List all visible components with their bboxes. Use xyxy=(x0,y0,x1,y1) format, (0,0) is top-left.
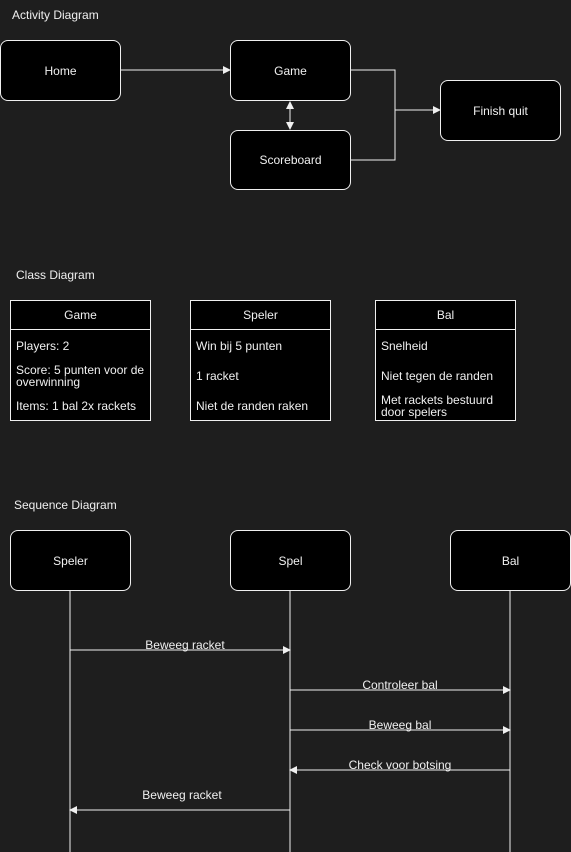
class-attribute: Players: 2 xyxy=(16,339,70,353)
activity-node-game[interactable]: Game xyxy=(230,40,351,101)
participant-bal[interactable]: Bal xyxy=(450,530,571,591)
class-attribute: Niet tegen de randen xyxy=(381,369,494,383)
participant-label: Speler xyxy=(53,553,88,568)
edge-scoreboard-finish xyxy=(351,110,396,161)
edge-game-finish xyxy=(351,69,441,114)
class-attribute: Score: 5 punten voor de overwinning xyxy=(16,363,145,389)
participant-label: Spel xyxy=(278,553,303,568)
class-diagram-title: Class Diagram xyxy=(16,268,95,282)
message-label-4: Check voor botsing xyxy=(348,758,452,772)
message-label-5: Beweeg racket xyxy=(142,788,222,802)
activity-node-home[interactable]: Home xyxy=(0,40,121,101)
class-name: Game xyxy=(11,301,150,330)
activity-diagram-title: Activity Diagram xyxy=(12,8,99,22)
activity-node-finish[interactable]: Finish quit xyxy=(440,80,561,141)
class-attribute: 1 racket xyxy=(196,369,239,383)
participant-spel[interactable]: Spel xyxy=(230,530,351,591)
activity-node-home-label: Home xyxy=(44,63,77,78)
message-label-2: Controleer bal xyxy=(362,678,438,692)
class-name: Bal xyxy=(376,301,515,330)
activity-node-scoreboard[interactable]: Scoreboard xyxy=(230,130,351,190)
participant-label: Bal xyxy=(501,553,520,568)
message-label-3: Beweeg bal xyxy=(368,718,432,732)
class-attribute: Items: 1 bal 2x rackets xyxy=(16,399,137,413)
class-box-speler[interactable]: Speler Win bij 5 punten 1 racket Niet de… xyxy=(190,300,331,421)
class-box-bal[interactable]: Bal Snelheid Niet tegen de randen Met ra… xyxy=(375,300,516,421)
class-box-game[interactable]: Game Players: 2 Score: 5 punten voor de … xyxy=(10,300,151,421)
class-attribute: Niet de randen raken xyxy=(196,399,309,413)
sequence-diagram-title: Sequence Diagram xyxy=(14,498,117,512)
activity-node-finish-label: Finish quit xyxy=(473,103,528,118)
class-attribute: Snelheid xyxy=(381,339,428,353)
class-name: Speler xyxy=(191,301,330,330)
message-label-1: Beweeg racket xyxy=(145,638,225,652)
activity-node-game-label: Game xyxy=(274,63,307,78)
class-attribute: Win bij 5 punten xyxy=(196,339,283,353)
class-attribute: Met rackets bestuurd door spelers xyxy=(381,393,494,419)
participant-speler[interactable]: Speler xyxy=(10,530,131,591)
activity-node-scoreboard-label: Scoreboard xyxy=(259,153,322,167)
